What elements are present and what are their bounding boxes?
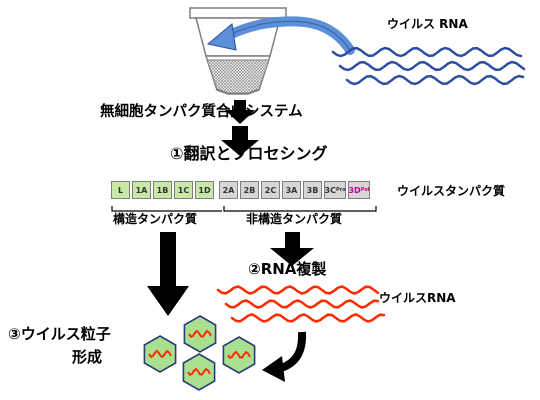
rna-strand (345, 74, 525, 86)
viral-rna-red (216, 285, 386, 323)
step1-label: ①翻訳とプロセシング (170, 144, 328, 163)
polyprotein-bracket (111, 206, 377, 212)
curved-return-arrow (262, 331, 307, 382)
arrow-structural-down (147, 232, 189, 316)
cell-free-system-label: 無細胞タンパク質合成システム (100, 104, 303, 120)
viral-rna-blue (331, 46, 526, 86)
step2-label: ②RNA複製 (248, 260, 327, 278)
step3-line1: ③ウイルス粒子 (8, 325, 111, 343)
protein-2b: 2B (240, 181, 259, 199)
pipette-arrow (206, 16, 355, 55)
virus-particle-icon (182, 353, 216, 391)
arrow-tube-to-system (225, 100, 255, 124)
rna-strand (331, 46, 523, 58)
virus-particle-icon (183, 315, 217, 353)
protein-1a: 1A (132, 181, 151, 199)
step3-label: ③ウイルス粒子 形成 (8, 323, 111, 369)
rna-strand (338, 60, 526, 72)
protein-1b: 1B (153, 181, 172, 199)
viral-rna-label-mid: ウイルスRNA (379, 291, 456, 305)
rna-strand (224, 299, 380, 309)
step3-line2: 形成 (72, 348, 103, 366)
protein-3b: 3B (303, 181, 322, 199)
protein-1d: 1D (195, 181, 214, 199)
rna-strand (230, 313, 386, 323)
viral-protein-label: ウイルスタンパク質 (397, 184, 506, 198)
protein-1c: 1C (174, 181, 193, 199)
arrow-nonstructural-down (270, 232, 314, 266)
rna-strand (216, 285, 380, 295)
protein-2a: 2A (219, 181, 238, 199)
protein-2c: 2C (261, 181, 280, 199)
microcentrifuge-tube-icon (189, 7, 287, 95)
structural-protein-label: 構造タンパク質 (113, 212, 198, 226)
arrow-system-to-step1 (221, 126, 259, 156)
virus-particle-icon (222, 336, 256, 374)
protein-3a: 3A (282, 181, 301, 199)
viral-rna-label-top: ウイルス RNA (387, 17, 468, 31)
virus-particles (143, 315, 256, 391)
nonstructural-protein-label: 非構造タンパク質 (246, 212, 343, 226)
virus-particle-icon (143, 335, 177, 373)
protein-l: L (111, 181, 130, 199)
